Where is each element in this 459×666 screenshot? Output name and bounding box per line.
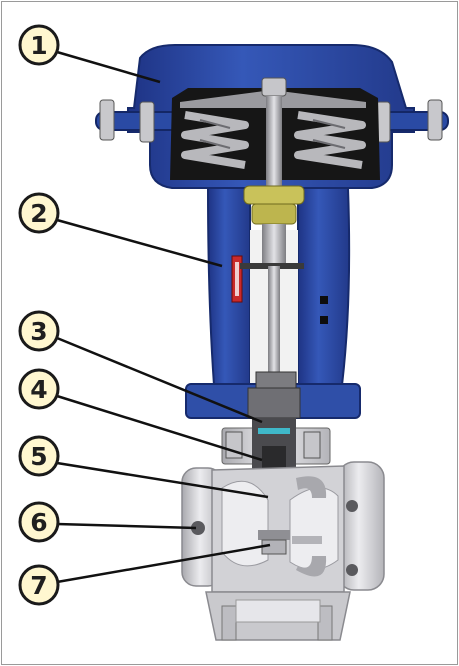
callout-4-label: 4 <box>30 375 47 404</box>
callout-3-label: 3 <box>30 317 47 346</box>
valve-body <box>181 461 385 641</box>
callout-7-label: 7 <box>30 571 47 600</box>
leader-line-2 <box>56 218 223 268</box>
callout-2-label: 2 <box>30 199 47 228</box>
actuator-springs <box>181 111 366 169</box>
stem-coupling <box>240 185 305 269</box>
leader-line-1 <box>56 50 161 84</box>
actuator-stem-nut <box>261 77 287 186</box>
callout-4: 4 <box>18 368 60 410</box>
callout-3: 3 <box>18 310 60 352</box>
leader-line-4 <box>56 394 263 462</box>
leader-lines <box>56 50 271 584</box>
leader-line-6 <box>56 522 197 530</box>
leader-line-5 <box>56 461 269 499</box>
callout-6: 6 <box>18 501 60 543</box>
callout-1: 1 <box>18 24 60 66</box>
callout-7: 7 <box>18 564 60 606</box>
callout-5: 5 <box>18 435 60 477</box>
callout-1-label: 1 <box>30 31 47 60</box>
leader-line-7 <box>56 543 271 584</box>
callout-6-label: 6 <box>30 508 47 537</box>
leader-line-3 <box>56 336 263 424</box>
callout-2: 2 <box>18 192 60 234</box>
callout-5-label: 5 <box>30 442 47 471</box>
